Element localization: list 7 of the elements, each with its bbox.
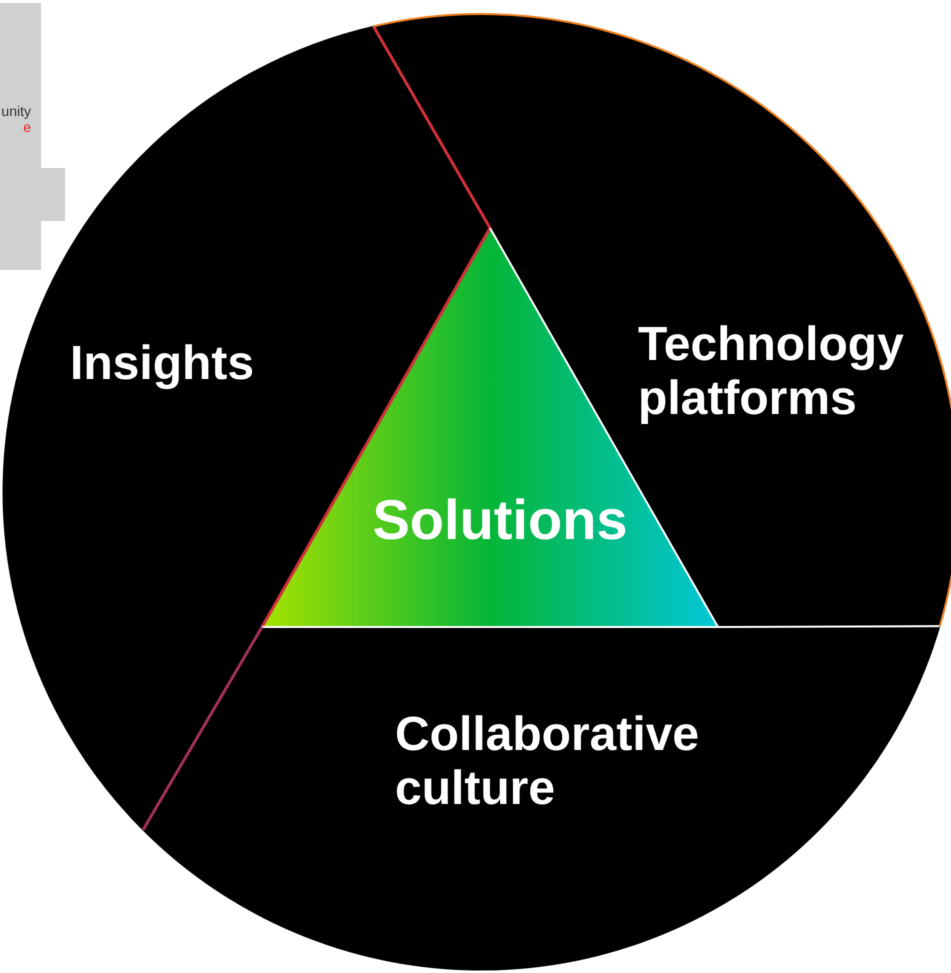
sector-label: Solutions (371, 488, 629, 552)
panel-text: e (23, 119, 31, 135)
sector-label: Technology platforms (638, 318, 905, 426)
pie-sector (142, 626, 940, 970)
sector-label: Collaborative culture (395, 708, 700, 816)
sector-label: Insights (70, 337, 256, 392)
panel-text: unity (1, 103, 31, 119)
